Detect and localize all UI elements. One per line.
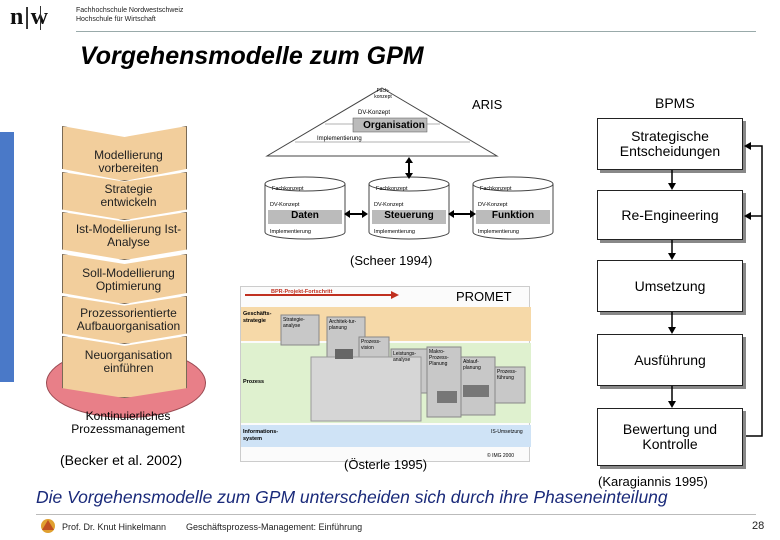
promet-step: Prozess-vision [361,339,381,351]
promet-step: IS-Umsetzung [491,429,523,435]
institution-name: Fachhochschule Nordwestschweiz [76,7,184,14]
bpms-phase-label: Ausführung [634,351,706,368]
becker-step-label: Soll-Modellierung Optimierung [82,266,175,293]
aris-connector-arrows [344,210,476,218]
promet-header: BPR-Projekt-Fortschritt [271,289,333,295]
aris-roof-fachkonzept: Fach-konzept [374,88,392,100]
aris-view-cylinder [368,176,450,240]
becker-source: (Becker et al. 2002) [60,452,183,468]
promet-copyright: © IMG 2000 [487,453,515,459]
promet-label: PROMET [456,289,512,304]
conclusion-statement: Die Vorgehensmodelle zum GPM unterscheid… [36,487,668,507]
promet-step: Strategie-analyse [283,317,305,329]
aris-roof-impl: Implementierung [317,136,362,142]
becker-step: Modellierung vorbereiten [62,126,187,181]
logo-separator [40,6,41,30]
aris-funktion-name: Funktion [491,210,535,221]
promet-step: Leistungs-analyse [393,351,417,363]
aris-roof-organisation: Organisation [363,120,425,131]
becker-step-label: Ist-Modellierung Ist-Analyse [75,222,182,249]
bpms-feedback-loop [744,142,763,437]
aris-view-cylinder [264,176,346,240]
bpms-phase-label: Umsetzung [634,277,706,294]
promet-step: Ablauf-planung [463,359,481,371]
header-divider [76,31,756,32]
bpms-phase-box: Re-Engineering [597,190,743,240]
becker-step-label: Strategie entwickeln [100,182,157,209]
aris-roof-dv: DV-Konzept [358,110,391,116]
fhnw-logo: n|w [10,4,49,30]
footer-author: Prof. Dr. Knut Hinkelmann [62,522,167,532]
becker-step: Soll-Modellierung Optimierung [62,254,187,304]
institution-school: Hochschule für Wirtschaft [76,16,156,23]
promet-row-is: Informations-system [243,429,279,442]
bpms-phase-label: Strategische Entscheidungen [619,128,721,159]
aris-steuerung-fachkonzept: Fachkonzept [376,186,408,192]
bpms-phase-box: Strategische Entscheidungen [597,118,743,170]
bpms-phase-box: Ausführung [597,334,743,386]
becker-step-label: Modellierung vorbereiten [94,148,163,175]
promet-step: Makro-Prozess-Planung [429,349,449,367]
promet-diagram-graphic [241,291,531,447]
promet-source: (Österle 1995) [344,457,428,472]
promet-row-strategie: Geschäfts-strategie [243,311,272,324]
promet-step: Prozess-führung [497,369,517,381]
accent-side-bar [0,132,14,382]
aris-roof [265,87,499,157]
aris-label: ARIS [472,97,503,112]
becker-step: Neuorganisation einführen [62,336,187,398]
bpms-phase-label: Re-Engineering [621,206,719,223]
aris-daten-name: Daten [291,210,319,221]
aris-funktion-impl: Implementierung [478,229,519,235]
footer-divider [36,514,756,515]
mascot-icon [41,519,55,533]
aris-funktion-fachkonzept: Fachkonzept [480,186,512,192]
aris-steuerung-name: Steuerung [384,210,434,221]
bpms-down-arrows [668,170,676,408]
aris-daten-impl: Implementierung [270,229,311,235]
aris-funktion-dv: DV-Konzept [478,202,508,208]
bpms-source: (Karagiannis 1995) [598,474,708,489]
bpms-phase-box: Umsetzung [597,260,743,312]
becker-step-label: Prozessorientierte Aufbauorganisation [76,306,181,333]
page-number: 28 [752,520,765,532]
promet-row-prozess: Prozess [243,379,265,385]
footer-course: Geschäftsprozess-Management: Einführung [186,522,363,532]
becker-step-label: Neuorganisation einführen [84,348,173,375]
aris-daten-fachkonzept: Fachkonzept [272,186,304,192]
bpms-phase-box: Bewertung und Kontrolle [597,408,743,466]
aris-vertical-arrow [405,157,413,179]
aris-steuerung-impl: Implementierung [374,229,415,235]
aris-daten-dv: DV-Konzept [270,202,300,208]
becker-base-label: Kontinuierliches Prozessmanagement [71,409,185,436]
slide-title: Vorgehensmodelle zum GPM [80,42,424,70]
promet-diagram: BPR-Projekt-Fortschritt Geschäfts-strate… [240,286,531,462]
aris-source: (Scheer 1994) [350,253,433,268]
bpms-label: BPMS [655,95,695,111]
bpms-phase-label: Bewertung und Kontrolle [622,421,718,452]
promet-step: Architek-tur-planung [329,319,357,331]
aris-steuerung-dv: DV-Konzept [374,202,404,208]
aris-view-cylinder [472,176,554,240]
